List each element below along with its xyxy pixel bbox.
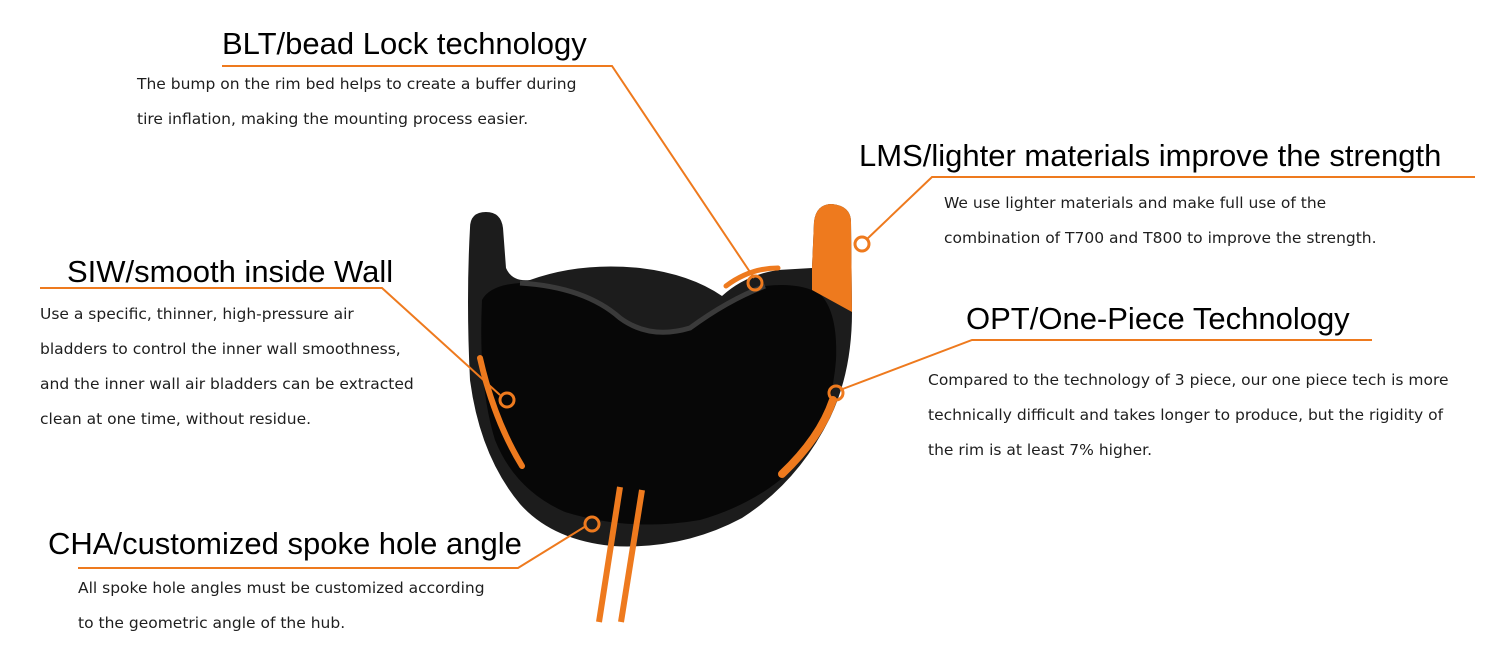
lms-title: LMS/lighter materials improve the streng… bbox=[859, 138, 1442, 173]
blt-title: BLT/bead Lock technology bbox=[222, 26, 587, 61]
one-piece-strip bbox=[778, 396, 837, 478]
cha-line-1: All spoke hole angles must be customized… bbox=[78, 579, 485, 597]
opt-title: OPT/One-Piece Technology bbox=[966, 301, 1350, 336]
opt-ring bbox=[827, 384, 845, 402]
spoke-line-2 bbox=[618, 489, 645, 623]
callout-rings bbox=[498, 235, 871, 533]
opt-line-2: technically difficult and takes longer t… bbox=[928, 406, 1444, 424]
siw-description: Use a specific, thinner, high-pressure a… bbox=[40, 297, 414, 437]
opt-description: Compared to the technology of 3 piece, o… bbox=[928, 363, 1449, 468]
siw-line-2: bladders to control the inner wall smoot… bbox=[40, 340, 401, 358]
cha-ring bbox=[583, 515, 601, 533]
lms-line-1: We use lighter materials and make full u… bbox=[944, 194, 1327, 212]
opt-line-3: the rim is at least 7% higher. bbox=[928, 441, 1153, 459]
siw-line-3: and the inner wall air bladders can be e… bbox=[40, 375, 414, 393]
cha-title: CHA/customized spoke hole angle bbox=[48, 526, 522, 561]
siw-line-1: Use a specific, thinner, high-pressure a… bbox=[40, 305, 354, 323]
leader-lines bbox=[40, 65, 1475, 569]
cha-leader bbox=[78, 525, 587, 569]
lms-leader bbox=[865, 176, 1475, 241]
rim-orange-hook bbox=[812, 204, 852, 312]
opt-leader bbox=[839, 339, 1372, 391]
blt-leader bbox=[222, 65, 755, 279]
opt-line-1: Compared to the technology of 3 piece, o… bbox=[928, 371, 1449, 389]
siw-title: SIW/smooth inside Wall bbox=[67, 254, 394, 289]
inside-wall-strip bbox=[477, 355, 525, 469]
siw-ring bbox=[498, 391, 516, 409]
spoke-line-1 bbox=[596, 486, 623, 623]
blt-line-1: The bump on the rim bed helps to create … bbox=[137, 75, 577, 93]
blt-line-2: tire inflation, making the mounting proc… bbox=[137, 110, 529, 128]
siw-leader bbox=[40, 287, 501, 396]
rim-bed-highlight bbox=[519, 280, 766, 335]
cha-line-2: to the geometric angle of the hub. bbox=[78, 614, 346, 632]
blt-ring bbox=[746, 274, 764, 292]
cha-description: All spoke hole angles must be customized… bbox=[78, 571, 485, 641]
blt-description: The bump on the rim bed helps to create … bbox=[137, 67, 576, 137]
lms-line-2: combination of T700 and T800 to improve … bbox=[944, 229, 1377, 247]
siw-line-4: clean at one time, without residue. bbox=[40, 410, 312, 428]
rim-cavity bbox=[481, 283, 837, 525]
lms-ring bbox=[853, 235, 871, 253]
lms-description: We use lighter materials and make full u… bbox=[944, 186, 1377, 256]
